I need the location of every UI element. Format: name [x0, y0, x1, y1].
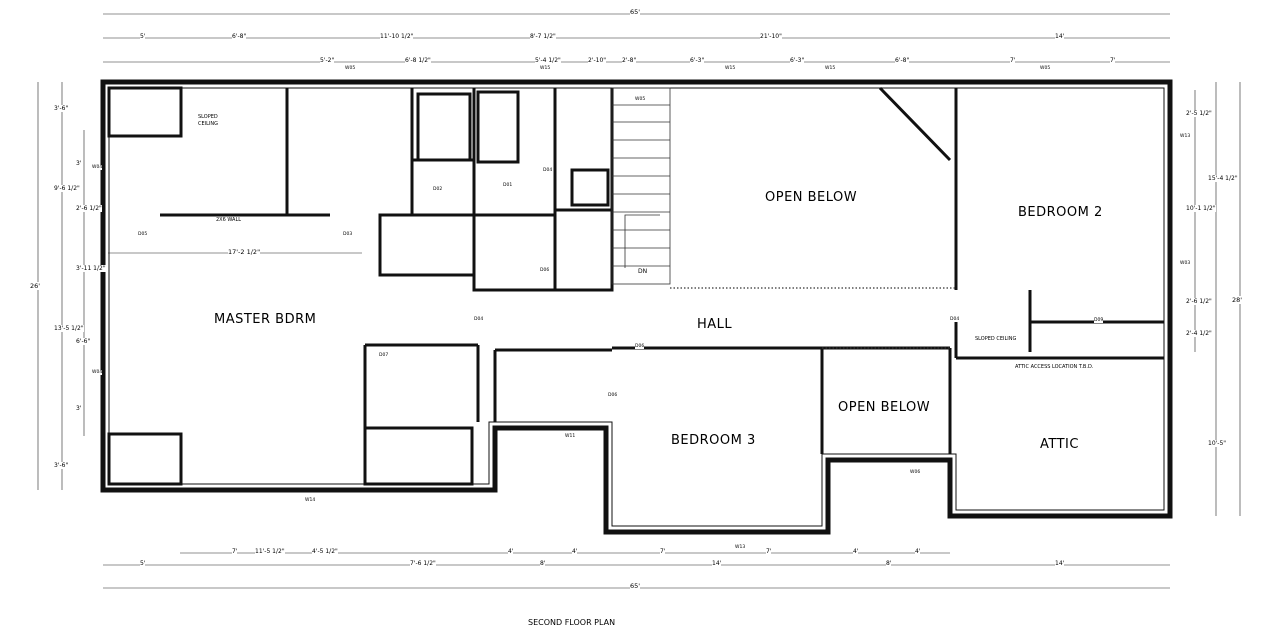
room-hall: HALL — [697, 317, 733, 332]
room-open-below-2: OPEN BELOW — [838, 400, 931, 415]
note-ceiling: CEILING — [198, 121, 218, 127]
dim-bottom-inner: 4' — [853, 548, 859, 555]
dim-bottom-inner: 7' — [766, 548, 772, 555]
dim-top-segment: 6'-8" — [232, 33, 247, 40]
dim-bottom-inner: 7' — [660, 548, 666, 555]
dim-left-segment: 13'-5 1/2" — [54, 325, 84, 332]
dim-left-inner: 2'-6 1/2" — [76, 205, 102, 212]
note-attic-access: ATTIC ACCESS LOCATION T.B.D. — [1015, 364, 1094, 370]
dim-master-width: 17'-2 1/2" — [228, 248, 261, 256]
window-tag: W13 — [1180, 134, 1191, 139]
dim-right-inner: 2'-6 1/2" — [1186, 298, 1212, 305]
window-tag: W05 — [635, 97, 646, 102]
dim-bottom-overall: 65' — [630, 582, 641, 590]
dim-left-inner: 3' — [76, 160, 82, 167]
window-tag: W06 — [910, 470, 921, 475]
window-tag: W11 — [565, 434, 576, 439]
note-dn: DN — [638, 268, 648, 275]
dim-bottom-segment: 7'-6 1/2" — [410, 560, 436, 567]
dim-top-inner: 6'-3" — [690, 57, 705, 64]
room-master-bdrm: MASTER BDRM — [214, 312, 317, 327]
dim-top-inner: 6'-8" — [895, 57, 910, 64]
dim-right-segment: 10'-5" — [1208, 440, 1227, 447]
dim-right-segment: 15'-4 1/2" — [1208, 175, 1238, 182]
room-bedroom-2: BEDROOM 2 — [1018, 205, 1103, 220]
dim-top-segment: 11'-10 1/2" — [380, 33, 414, 40]
room-attic: ATTIC — [1040, 437, 1079, 452]
note-knee-wall: 2X6 WALL — [216, 217, 242, 223]
plan-title: SECOND FLOOR PLAN — [528, 618, 616, 627]
dim-bottom-segment: 8' — [540, 560, 546, 567]
dim-top-inner: 6'-8 1/2" — [405, 57, 431, 64]
dim-top-inner: 7' — [1110, 57, 1116, 64]
dim-bottom-inner: 4' — [508, 548, 514, 555]
window-tag: W04 — [92, 165, 103, 170]
dim-bottom-inner: 4' — [915, 548, 921, 555]
window-tag: W15 — [725, 66, 736, 71]
window-tag: W13 — [735, 545, 746, 550]
door-tag: D06 — [635, 344, 645, 349]
dim-top-inner: 6'-3" — [790, 57, 805, 64]
dim-left-segment: 3'-6" — [54, 462, 69, 469]
dim-top-segment: 5' — [140, 33, 146, 40]
dim-top-inner: 2'-10" — [588, 57, 607, 64]
dim-bottom-inner: 4'-5 1/2" — [312, 548, 338, 555]
dim-bottom-segment: 14' — [1055, 560, 1065, 567]
dim-bottom-segment: 5' — [140, 560, 146, 567]
dim-top-segment: 14' — [1055, 33, 1065, 40]
exterior-wall-inner-line — [108, 87, 1165, 527]
dim-left-segment: 3'-6" — [54, 105, 69, 112]
door-tag: D04 — [474, 317, 484, 322]
door-tag: D04 — [950, 317, 960, 322]
door-tag: D09 — [1094, 318, 1104, 323]
dim-left-overall: 26' — [30, 282, 41, 290]
dim-bottom-inner: 11'-5 1/2" — [255, 548, 285, 555]
door-tag: D04 — [543, 168, 553, 173]
dim-left-segment: 9'-6 1/2" — [54, 185, 80, 192]
dim-right-inner: 2'-5 1/2" — [1186, 110, 1212, 117]
dim-top-overall: 65' — [630, 8, 641, 16]
dim-left-inner: 6'-6" — [76, 338, 91, 345]
door-tag: D05 — [138, 232, 148, 237]
window-tag: W14 — [305, 498, 316, 503]
dim-top-segment: 21'-10" — [760, 33, 782, 40]
door-tag: D01 — [503, 183, 513, 188]
room-open-below-1: OPEN BELOW — [765, 190, 858, 205]
dim-top-inner: 7' — [1010, 57, 1016, 64]
exterior-walls — [100, 79, 1173, 535]
room-bedroom-3: BEDROOM 3 — [671, 433, 756, 448]
dim-right-inner: 2'-4 1/2" — [1186, 330, 1212, 337]
stairs — [611, 87, 671, 285]
window-tag: W03 — [1180, 261, 1191, 266]
dim-left-inner: 3' — [76, 405, 82, 412]
door-tag: D03 — [343, 232, 353, 237]
window-tag: W15 — [825, 66, 836, 71]
dim-bottom-inner: 7' — [232, 548, 238, 555]
dim-bottom-segment: 14' — [712, 560, 722, 567]
door-tag: D06 — [540, 268, 550, 273]
window-tag: W15 — [540, 66, 551, 71]
dim-bottom-segment: 8' — [886, 560, 892, 567]
door-tag: D06 — [608, 393, 618, 398]
note-sloped: SLOPED — [198, 114, 218, 120]
dim-bottom-inner: 4' — [572, 548, 578, 555]
dim-top-inner: 5'-4 1/2" — [535, 57, 561, 64]
window-tag: W05 — [1040, 66, 1051, 71]
dim-top-segment: 8'-7 1/2" — [530, 33, 556, 40]
door-tag: D07 — [379, 353, 389, 358]
window-tag: W04 — [92, 370, 103, 375]
dim-top-inner: 5'-2" — [320, 57, 335, 64]
dim-right-overall: 28' — [1232, 296, 1243, 304]
window-tag: W05 — [345, 66, 356, 71]
dim-left-inner: 3'-11 1/2" — [76, 265, 106, 272]
railings — [670, 287, 956, 349]
dim-top-inner: 2'-8" — [622, 57, 637, 64]
note-sloped-ceiling: SLOPED CEILING — [975, 336, 1017, 342]
door-tag: D02 — [433, 187, 443, 192]
dim-right-inner: 10'-1 1/2" — [1186, 205, 1216, 212]
